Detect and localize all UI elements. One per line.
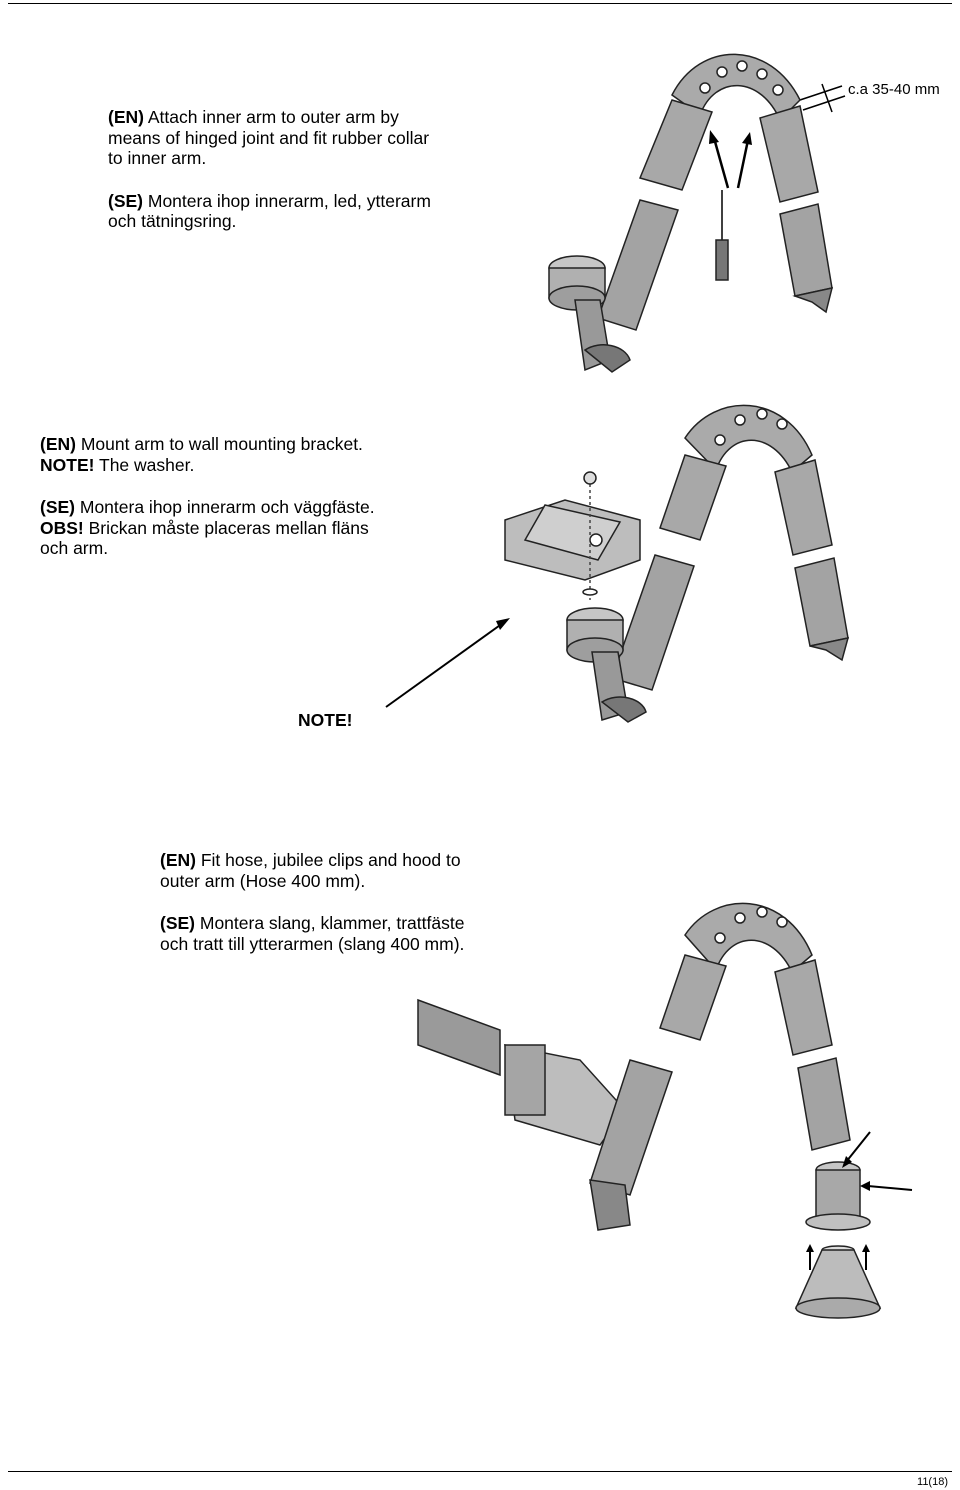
step1-text: (EN) Attach inner arm to outer arm by me… <box>108 107 431 232</box>
note-tag: NOTE! <box>40 454 95 475</box>
lang-tag-se: (SE) <box>160 913 195 933</box>
obs-tag: OBS! <box>40 517 84 538</box>
lang-tag-en: (EN) <box>40 434 76 454</box>
top-rule <box>8 3 952 4</box>
step2-obs-line2: och arm. <box>40 538 109 558</box>
step2-se-line1: Montera ihop innerarm och väggfäste. <box>79 497 375 517</box>
step3-en-line1: Fit hose, jubilee clips and hood to <box>200 850 461 870</box>
note-callout-label: NOTE! <box>298 710 353 730</box>
step1-en-line1: Attach inner arm to outer arm by <box>147 107 399 127</box>
step1-se-line1: Montera ihop innerarm, led, ytterarm <box>147 190 431 211</box>
lang-tag-se: (SE) <box>40 497 75 517</box>
step3-se-line1: Montera slang, klammer, trattfäste <box>199 913 465 933</box>
step1-en-line2: means of hinged joint and fit rubber col… <box>108 127 430 148</box>
dimension-label: c.a 35-40 mm <box>848 81 940 98</box>
lang-tag-se: (SE) <box>108 190 143 211</box>
step2-note-text: The washer. <box>99 454 195 475</box>
lang-tag-en: (EN) <box>108 107 144 127</box>
step2-text: (EN) Mount arm to wall mounting bracket.… <box>40 434 375 559</box>
step3-text: (EN) Fit hose, jubilee clips and hood to… <box>160 850 464 954</box>
step2-obs-text: Brickan måste placeras mellan fläns <box>88 517 369 538</box>
step2-en-line1: Mount arm to wall mounting bracket. <box>80 434 363 454</box>
bottom-rule <box>8 1471 952 1472</box>
step1-en-line3: to inner arm. <box>108 148 207 168</box>
step3-se-line2: och tratt till ytterarmen (slang 400 mm)… <box>160 933 465 954</box>
page-number: 11(18) <box>917 1476 948 1488</box>
step1-se-line2: och tätningsring. <box>108 211 237 231</box>
step3-en-line2: outer arm (Hose 400 mm). <box>160 870 366 891</box>
lang-tag-en: (EN) <box>160 850 196 870</box>
